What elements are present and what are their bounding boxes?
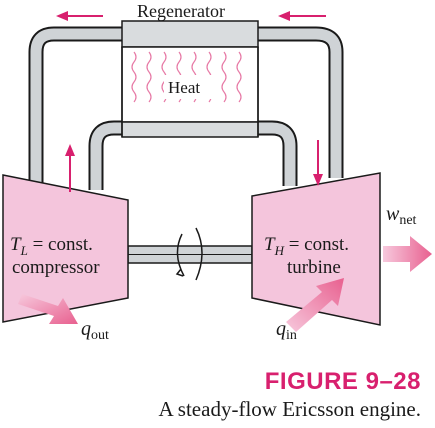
arrow-up-left-icon (65, 144, 75, 192)
turbine-label: turbine (287, 257, 341, 278)
qin-label: qin (276, 318, 297, 343)
compressor-temp-symbol: T (10, 234, 22, 255)
wnet-arrow-icon (383, 236, 432, 272)
compressor: TL = const. compressor (2, 174, 129, 323)
svg-text:TL = const.: TL = const. (10, 234, 93, 258)
arrow-down-right-icon (313, 140, 323, 186)
qout-arrow-icon (18, 294, 78, 324)
shaft (127, 227, 253, 281)
heat-label: Heat (168, 78, 200, 97)
arrow-left-top-right-icon (278, 11, 326, 21)
qin-arrow-icon (286, 278, 344, 332)
regenerator (121, 20, 259, 138)
wnet-label: wnet (386, 203, 417, 228)
svg-text:TH = const.: TH = const. (264, 234, 349, 258)
compressor-temp-equals: = const. (28, 234, 93, 255)
flow-arrows (56, 11, 326, 192)
figure-label: FIGURE 9–28 (264, 368, 421, 395)
turbine-temp-equals: = const. (284, 234, 349, 255)
compressor-temp-subscript: L (20, 243, 28, 258)
turbine-temp-subscript: H (274, 243, 285, 258)
arrow-left-top-left-icon (56, 11, 103, 21)
qout-label: qout (81, 318, 109, 343)
turbine: TH = const. turbine (251, 172, 381, 326)
regenerator-label: Regenerator (137, 1, 225, 21)
compressor-label: compressor (12, 257, 100, 278)
turbine-temp-symbol: T (264, 234, 276, 255)
figure-caption: A steady-flow Ericsson engine. (158, 397, 421, 421)
